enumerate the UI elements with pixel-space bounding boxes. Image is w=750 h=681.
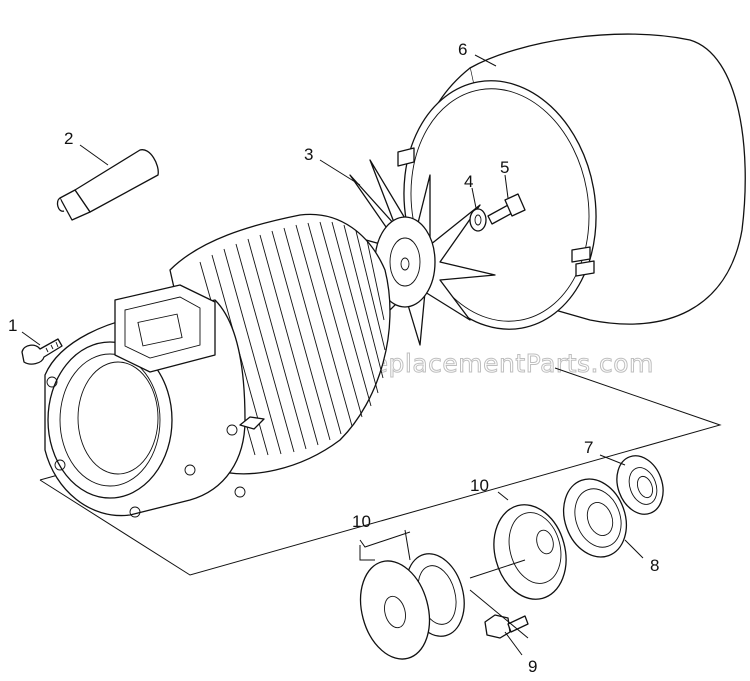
- part-10-bearing-cup: [493, 504, 567, 600]
- callout-9: 9: [528, 657, 537, 676]
- callout-10-right: 10: [470, 476, 489, 495]
- part-2-grease-tube: [56, 149, 159, 221]
- callout-7: 7: [584, 438, 593, 457]
- callout-1: 1: [8, 316, 17, 335]
- part-5-screw: [487, 193, 526, 225]
- watermark: eReplacementParts.com: [340, 349, 654, 378]
- callout-8: 8: [650, 556, 659, 575]
- callout-10-left: 10: [352, 512, 371, 531]
- callout-5: 5: [500, 158, 509, 177]
- callout-6: 6: [458, 40, 467, 59]
- part-7-seal-ring: [616, 455, 664, 515]
- callout-4: 4: [464, 172, 473, 191]
- part-9-hex-screw: [484, 614, 529, 639]
- part-1-screw: [21, 338, 63, 365]
- part-4-washer: [469, 208, 487, 232]
- motor-housing-flange: [44, 284, 265, 518]
- part-8-ball-bearing: [563, 478, 627, 558]
- callout-2: 2: [64, 129, 73, 148]
- leader-lines: [21, 54, 644, 656]
- part-10-thrust-bearing: [359, 553, 465, 660]
- callout-3: 3: [304, 145, 313, 164]
